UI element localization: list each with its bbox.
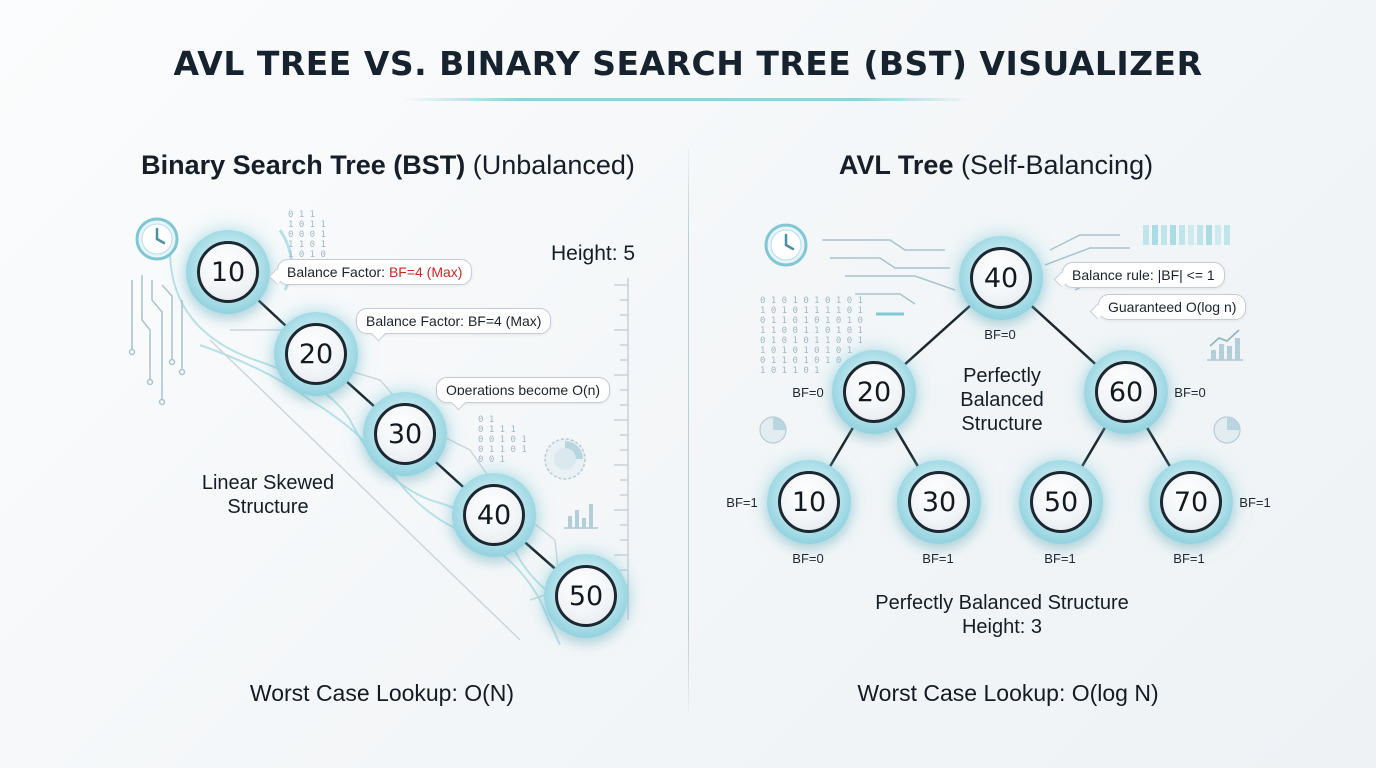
avl-center-label-line-2: Balanced — [960, 389, 1044, 411]
bst-node-50[interactable]: 50 — [544, 554, 628, 638]
avl-node-ll[interactable]: 10 — [767, 460, 851, 544]
bst-heading: Binary Search Tree (BST) (Unbalanced) — [141, 150, 635, 181]
bf-label-root: BF=0 — [984, 327, 1016, 342]
callout-label: Balance Factor: — [287, 264, 389, 280]
clock-icon — [763, 222, 809, 273]
bst-node-40[interactable]: 40 — [452, 473, 536, 557]
circuit-lines-icon — [128, 275, 186, 406]
avl-heading-light: (Self-Balancing) — [960, 150, 1154, 180]
pie-chart-icon — [757, 414, 789, 451]
avl-node-rr-value: 70 — [1160, 471, 1222, 533]
bst-balance-factor-callout-2: Balance Factor: BF=4 (Max) — [356, 308, 552, 342]
bf-label-lr: BF=1 — [922, 551, 954, 566]
bst-node-20[interactable]: 20 — [274, 312, 358, 396]
bst-balance-factor-callout-1: Balance Factor: BF=4 (Max) — [268, 259, 473, 285]
avl-node-lr-value: 30 — [908, 471, 970, 533]
callout-value: BF=4 (Max) — [388, 264, 463, 280]
bst-node-50-value: 50 — [555, 565, 617, 627]
bst-node-30[interactable]: 30 — [363, 392, 447, 476]
ruler-icon — [614, 278, 629, 620]
bar-chart-icon — [562, 496, 600, 535]
bf-label-left: BF=0 — [792, 385, 824, 400]
bf-label-rl: BF=1 — [1044, 551, 1076, 566]
avl-circuit-lines — [822, 234, 1140, 305]
avl-node-left[interactable]: 20 — [832, 350, 916, 434]
avl-heading-bold: AVL Tree — [838, 150, 954, 180]
bf-label-rr: BF=1 — [1173, 551, 1205, 566]
avl-node-right[interactable]: 60 — [1084, 350, 1168, 434]
bst-height-label: Height: 5 — [551, 242, 636, 265]
avl-balance-rule-callout: Balance rule: |BF| <= 1 — [1053, 262, 1225, 288]
bst-worst-case-label: Worst Case Lookup: O(N) — [249, 680, 515, 706]
bf-label-ll: BF=0 — [792, 551, 824, 566]
avl-center-label-line-3: Structure — [961, 413, 1043, 435]
avl-node-left-value: 20 — [843, 361, 905, 423]
avl-node-rl-value: 50 — [1030, 471, 1092, 533]
avl-heading: AVL Tree (Self-Balancing) — [839, 150, 1153, 181]
avl-center-label-line-1: Perfectly — [963, 365, 1041, 387]
avl-node-root-value: 40 — [970, 247, 1032, 309]
avl-node-rl[interactable]: 50 — [1019, 460, 1103, 544]
binary-digits-decoration: 0 1 1 1 0 1 1 0 0 0 1 1 1 0 1 1 0 1 0 — [288, 210, 326, 260]
callout-text: Balance rule: |BF| <= 1 — [1072, 267, 1215, 283]
callout-text: Operations become O(n) — [446, 382, 601, 398]
avl-structure-label: Perfectly Balanced Structure Height: 3 — [812, 591, 1192, 639]
bst-heading-bold: Binary Search Tree (BST) — [141, 150, 466, 180]
bf-label-right: BF=0 — [1174, 385, 1206, 400]
binary-digits-decoration-2: 0 1 0 1 1 1 0 0 1 0 1 0 1 1 0 1 0 0 1 — [478, 415, 527, 465]
callout-text: Balance Factor: BF=4 (Max) — [366, 313, 542, 329]
avl-node-rr[interactable]: 70 — [1149, 460, 1233, 544]
bst-node-10-value: 10 — [197, 241, 259, 303]
data-bars-decoration — [1143, 222, 1233, 253]
panel-divider — [688, 148, 689, 713]
clock-icon — [134, 216, 180, 267]
callout-text: Guaranteed O(log n) — [1108, 299, 1237, 315]
bst-node-20-value: 20 — [285, 323, 347, 385]
page-title: AVL TREE VS. BINARY SEARCH TREE (BST) VI… — [173, 44, 1203, 83]
bst-structure-label-line-1: Linear Skewed — [201, 472, 335, 494]
avl-node-root[interactable]: 40 — [959, 236, 1043, 320]
bst-node-40-value: 40 — [463, 484, 525, 546]
avl-node-ll-value: 10 — [778, 471, 840, 533]
bst-heading-light: (Unbalanced) — [472, 150, 635, 180]
bst-operations-callout: Operations become O(n) — [436, 377, 611, 411]
avl-height-label: Height: 3 — [961, 616, 1043, 638]
bst-node-10[interactable]: 10 — [186, 230, 270, 314]
avl-structure-label-text: Perfectly Balanced Structure — [875, 592, 1129, 614]
avl-center-label: Perfectly Balanced Structure — [930, 364, 1074, 436]
bst-structure-label: Linear Skewed Structure — [186, 471, 350, 519]
pie-chart-icon — [542, 436, 588, 487]
trend-chart-icon — [1205, 326, 1245, 367]
bf-label-rr-side: BF=1 — [1239, 495, 1271, 510]
avl-guarantee-callout: Guaranteed O(log n) — [1089, 294, 1247, 320]
avl-worst-case-label: Worst Case Lookup: O(log N) — [857, 680, 1159, 706]
avl-node-lr[interactable]: 30 — [897, 460, 981, 544]
bf-label-ll-side: BF=1 — [726, 495, 758, 510]
title-underline — [404, 98, 972, 101]
bst-structure-label-line-2: Structure — [227, 496, 309, 518]
pie-chart-icon — [1211, 414, 1243, 451]
binary-digits-decoration: 0 1 0 1 0 1 0 1 0 1 1 0 1 0 1 1 1 1 0 1 … — [760, 296, 863, 376]
bst-node-30-value: 30 — [374, 403, 436, 465]
avl-node-right-value: 60 — [1095, 361, 1157, 423]
